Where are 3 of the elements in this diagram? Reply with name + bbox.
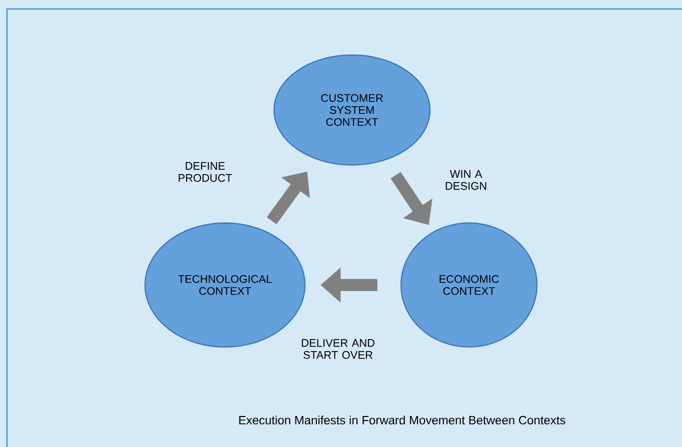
edge-label: WIN A DESIGN (446, 170, 486, 190)
edge-label: DEFINE PRODUCT (178, 162, 232, 182)
caption: Execution Manifests in Forward Movement Between Contexts (239, 416, 566, 424)
